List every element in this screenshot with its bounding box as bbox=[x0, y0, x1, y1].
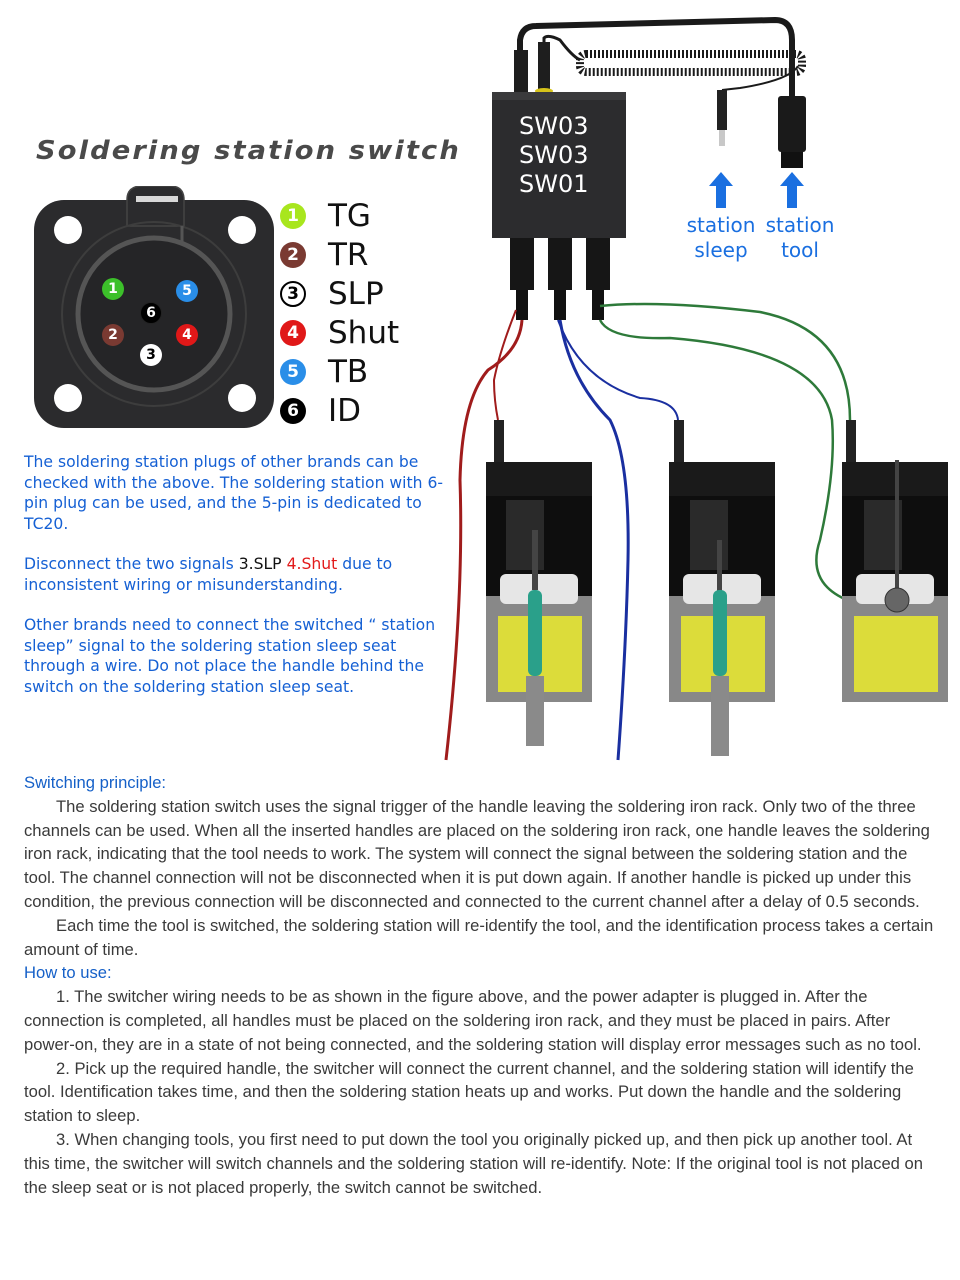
switch-wiring-illustration: SW03 SW03 SW01 station sleep station too… bbox=[440, 0, 960, 800]
up-arrow-icon bbox=[780, 172, 804, 208]
pin-badge-5: 5 bbox=[280, 358, 306, 385]
connector-pin-4: 4 bbox=[176, 324, 198, 346]
caption-line: station bbox=[765, 213, 835, 237]
howto-step: 3. When changing tools, you first need t… bbox=[24, 1129, 923, 1197]
instructions-body: Switching principle: The soldering stati… bbox=[24, 771, 942, 1199]
how-to-use-heading: How to use: bbox=[24, 963, 112, 983]
note-text: Disconnect the two signals bbox=[24, 555, 239, 573]
stand bbox=[669, 462, 775, 756]
up-arrow-icon bbox=[709, 172, 733, 208]
connector-pin-5: 5 bbox=[176, 280, 198, 302]
page-title: Soldering station switch bbox=[36, 136, 461, 166]
pin-badge-1: 1 bbox=[280, 202, 306, 229]
model-label: SW03 bbox=[519, 141, 589, 169]
wiring-diagram-graphic bbox=[444, 16, 948, 761]
connector-pin-6: 6 bbox=[140, 302, 162, 324]
caption-line: station bbox=[686, 213, 756, 237]
pin-label: TG bbox=[328, 197, 371, 234]
pin-legend-item: 2 TR bbox=[280, 235, 399, 274]
signal-shut: 4.Shut bbox=[286, 555, 338, 573]
pin-badge-2: 2 bbox=[280, 241, 306, 268]
connector-pin-1: 1 bbox=[102, 278, 124, 300]
pin-legend-item: 4 Shut bbox=[280, 313, 399, 352]
howto-step: 2. Pick up the required handle, the swit… bbox=[24, 1058, 914, 1126]
station-tool-caption: station tool bbox=[752, 213, 848, 263]
note-text: due to inconsistent wiring or misunderst… bbox=[24, 555, 393, 594]
pin-label: ID bbox=[328, 392, 362, 429]
model-label: SW03 bbox=[519, 112, 589, 140]
note-compatibility: The soldering station plugs of other bra… bbox=[24, 453, 444, 533]
pin-badge-3: 3 bbox=[280, 280, 306, 307]
stand bbox=[842, 460, 948, 702]
switching-principle-heading: Switching principle: bbox=[24, 773, 167, 792]
connector-diagram: 1 5 6 2 4 3 bbox=[32, 185, 276, 430]
signal-slp: 3.SLP bbox=[238, 555, 282, 573]
pin-label: TB bbox=[328, 353, 369, 390]
switch-model-labels: SW03 SW03 SW01 bbox=[519, 112, 589, 199]
pin-legend: 1 TG 2 TR 3 SLP 4 Shut 5 TB 6 ID bbox=[280, 196, 399, 430]
pin-legend-item: 3 SLP bbox=[280, 274, 399, 313]
note-disconnect-signals: Disconnect the two signals 3.SLP 4.Shut … bbox=[24, 554, 454, 595]
caption-line: sleep bbox=[694, 238, 748, 262]
pin-badge-6: 6 bbox=[280, 397, 306, 424]
pin-legend-item: 5 TB bbox=[280, 352, 399, 391]
switching-paragraph: Each time the tool is switched, the sold… bbox=[24, 915, 934, 959]
connector-pin-2: 2 bbox=[102, 324, 124, 346]
caption-line: tool bbox=[781, 238, 819, 262]
switching-paragraph: The soldering station switch uses the si… bbox=[24, 796, 930, 911]
model-label: SW01 bbox=[519, 170, 589, 198]
pin-label: SLP bbox=[328, 275, 384, 312]
howto-step: 1. The switcher wiring needs to be as sh… bbox=[24, 987, 922, 1054]
connector-pin-3: 3 bbox=[140, 344, 162, 366]
note-other-brands: Other brands need to connect the switche… bbox=[24, 616, 436, 696]
pin-label: Shut bbox=[328, 314, 400, 351]
stand bbox=[486, 462, 592, 746]
pin-badge-4: 4 bbox=[280, 319, 306, 346]
pin-legend-item: 6 ID bbox=[280, 391, 399, 430]
pin-label: TR bbox=[328, 236, 369, 273]
pin-legend-item: 1 TG bbox=[280, 196, 399, 235]
station-sleep-caption: station sleep bbox=[666, 213, 776, 263]
